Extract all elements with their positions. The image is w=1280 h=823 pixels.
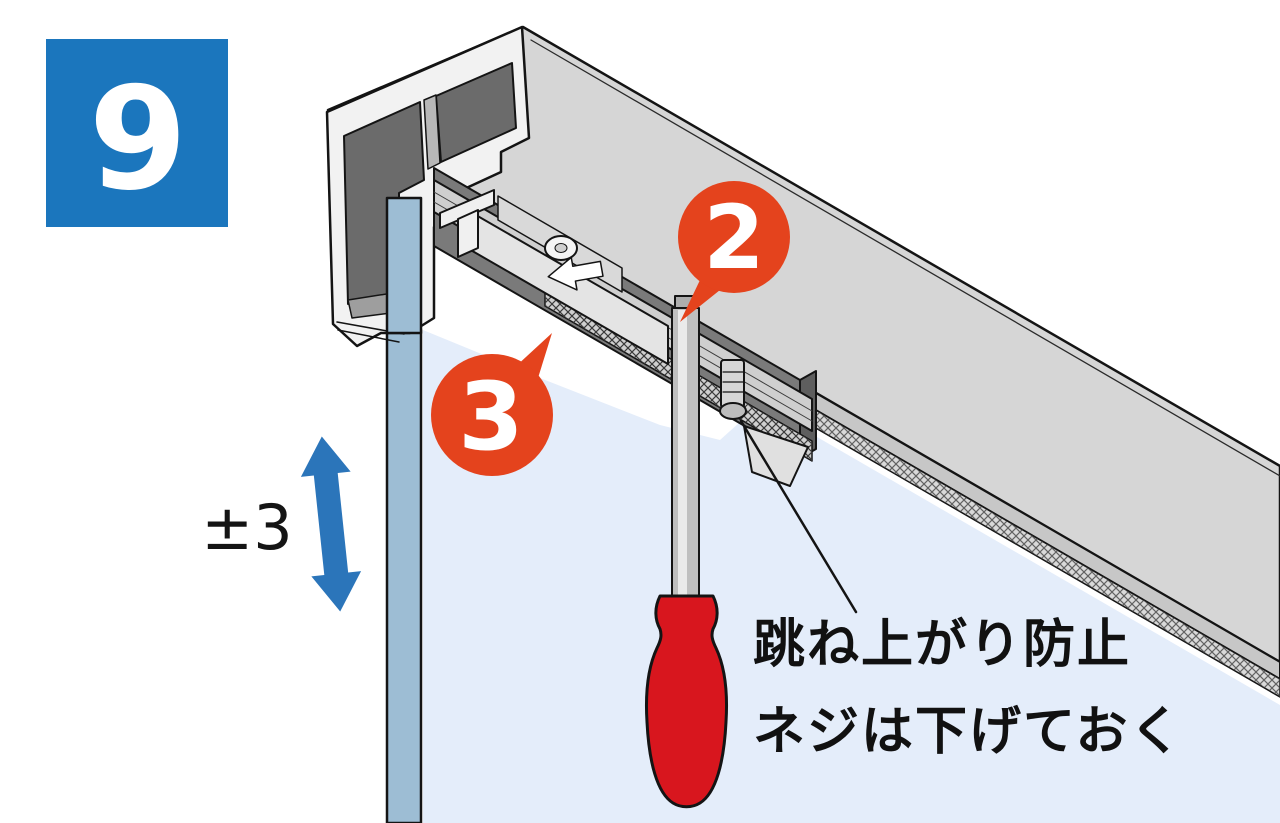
step-badge: 9	[46, 39, 228, 227]
step-badge-square	[46, 39, 228, 227]
cut-lip-ridge-2	[337, 329, 400, 343]
top-rail	[326, 25, 1280, 698]
instruction-note: 跳ね上がり防止 ネジは下げておく	[753, 615, 1183, 762]
rail-bottom-serration-hatch	[745, 369, 1280, 697]
cut-cavity-left	[343, 101, 425, 305]
t-bolt-stem	[457, 209, 479, 258]
callout-3-circle	[431, 354, 553, 476]
note-line-1: 跳ね上がり防止	[753, 615, 1131, 675]
t-bolt-crossbar	[439, 189, 495, 229]
screw-head	[719, 402, 747, 420]
jump-up-prevention-screw	[719, 359, 747, 420]
glass-edge-strip	[385, 328, 423, 823]
rail-cross-section	[325, 25, 531, 348]
callout-3-number: 3	[458, 363, 523, 472]
callout-2-circle	[678, 181, 790, 293]
dimension-label: ±3	[201, 491, 292, 564]
glass-edge-in-channel	[385, 196, 423, 335]
carriage-hole-center	[554, 243, 568, 253]
screw-body	[720, 359, 745, 409]
screwdriver	[645, 295, 728, 809]
callout-bubble-3: 3	[431, 333, 553, 476]
screwdriver-shaft-highlight	[678, 310, 687, 602]
slide-direction-arrow-icon	[547, 256, 604, 291]
note-leader-line	[739, 419, 858, 614]
double-arrow-icon	[300, 436, 362, 612]
rail-back-edge-inner-line	[530, 39, 1280, 477]
glass-face	[423, 330, 1280, 823]
callout-2-tail	[680, 280, 720, 322]
screwdriver-handle	[645, 594, 728, 809]
cut-divider-wall	[423, 94, 441, 170]
hanger-bracket	[743, 425, 809, 487]
t-bolt	[439, 189, 495, 258]
note-line-2: ネジは下げておく	[753, 702, 1183, 762]
step-badge-number: 9	[89, 57, 188, 222]
callout-2-number: 2	[703, 186, 764, 289]
callout-bubble-2: 2	[678, 181, 790, 322]
adjustment-range-dimension: ±3	[201, 436, 362, 612]
